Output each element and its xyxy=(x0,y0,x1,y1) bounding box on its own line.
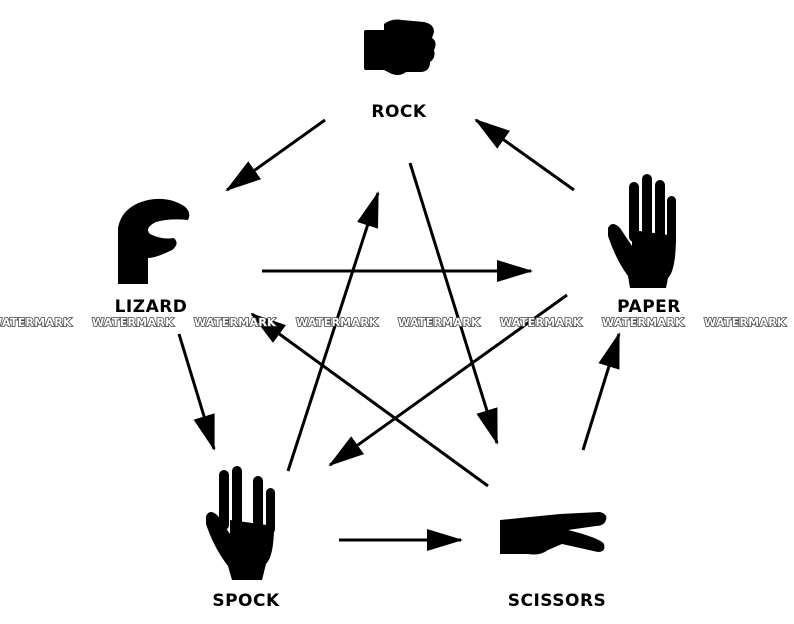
watermark-text: WATERMARK xyxy=(296,316,378,329)
edges-group xyxy=(177,118,621,551)
node-label-paper: PAPER xyxy=(617,297,681,317)
watermark-text: WATERMARK xyxy=(704,316,786,329)
watermark-text: WATERMARK xyxy=(398,316,480,329)
edge-paper-rock xyxy=(474,118,575,192)
watermark-text: WATERMARK xyxy=(602,316,684,329)
edge-lizard-spock xyxy=(177,333,216,451)
vulcan-salute-icon xyxy=(206,466,275,580)
node-label-spock: SPOCK xyxy=(212,591,280,611)
watermark-text: WATERMARK xyxy=(194,316,276,329)
edge-scissors-paper xyxy=(581,332,621,451)
scissors-hand-icon xyxy=(500,512,607,555)
open-hand-icon xyxy=(608,174,676,288)
lizard-hand-icon xyxy=(118,198,190,284)
watermark-text: WATERMARK xyxy=(500,316,582,329)
node-label-rock: ROCK xyxy=(371,102,427,122)
fist-icon xyxy=(364,19,436,75)
watermark-band: WATERMARK WATERMARK WATERMARK WATERMARK … xyxy=(0,315,787,330)
edge-rock-lizard xyxy=(225,118,326,192)
edge-scissors-lizard xyxy=(250,312,489,488)
watermark-text: WATERMARK xyxy=(92,316,174,329)
edge-paper-spock xyxy=(328,293,568,467)
node-label-lizard: LIZARD xyxy=(115,297,188,317)
node-label-scissors: SCISSORS xyxy=(508,591,607,611)
watermark-text: WATERMARK xyxy=(0,316,72,329)
edge-spock-rock xyxy=(286,191,380,472)
edge-rock-scissors xyxy=(408,162,499,445)
